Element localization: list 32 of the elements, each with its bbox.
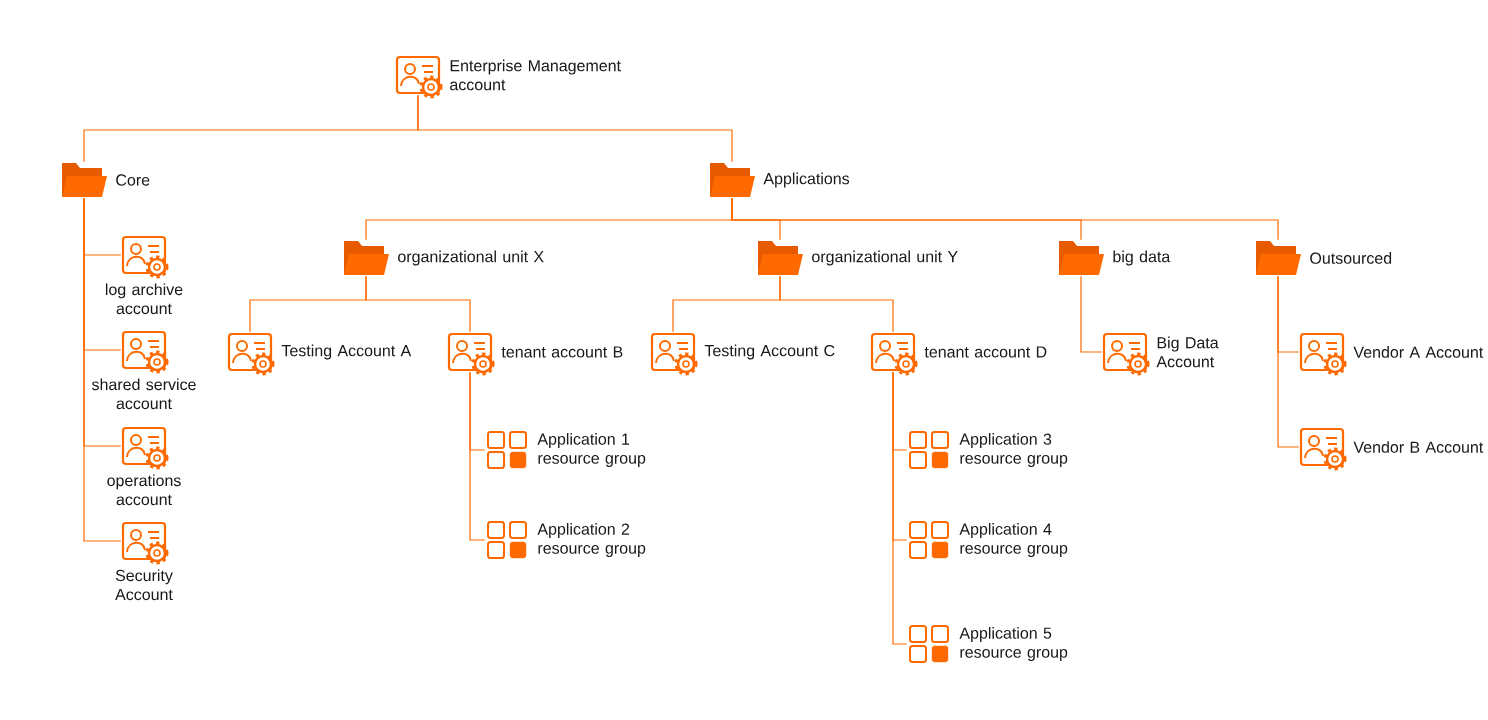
node-label: log archive account: [105, 283, 183, 315]
node-label: tenant account D: [924, 346, 1047, 358]
node-label: big data: [1113, 250, 1171, 266]
connector-line: [1277, 275, 1300, 448]
connector-line: [83, 197, 122, 542]
node-label: Testing Account C: [704, 344, 835, 360]
connector-line: [1080, 275, 1103, 353]
node-label: tenant account B: [501, 346, 623, 358]
node-label: organizational unit X: [398, 250, 544, 266]
connector-line: [365, 275, 471, 333]
node-label: Application 4 resource group: [959, 523, 1068, 557]
node-label: Big Data Account: [1156, 336, 1219, 368]
node-label: Security Account: [115, 569, 173, 601]
connector-line: [779, 275, 894, 333]
node-label: Enterprise Management account: [450, 59, 621, 91]
node-label: Applications: [763, 172, 850, 188]
node-label: Vendor B Account: [1353, 441, 1484, 453]
node-label: Application 2 resource group: [537, 523, 646, 557]
connector-line: [417, 94, 733, 163]
node-label: Core: [116, 174, 150, 186]
node-label: organizational unit Y: [812, 250, 958, 266]
node-label: Application 5 resource group: [959, 627, 1068, 661]
node-label: Vendor A Account: [1353, 346, 1484, 358]
connector-line: [731, 197, 1279, 241]
node-label: operations account: [107, 474, 181, 506]
node-label: Testing Account A: [281, 344, 412, 360]
node-label: Application 3 resource group: [959, 433, 1068, 467]
connector-line: [892, 371, 908, 645]
node-label: Application 1 resource group: [537, 433, 646, 467]
connector-line: [469, 371, 486, 541]
node-label: Outsourced: [1310, 252, 1392, 264]
node-label: shared service account: [91, 378, 196, 410]
